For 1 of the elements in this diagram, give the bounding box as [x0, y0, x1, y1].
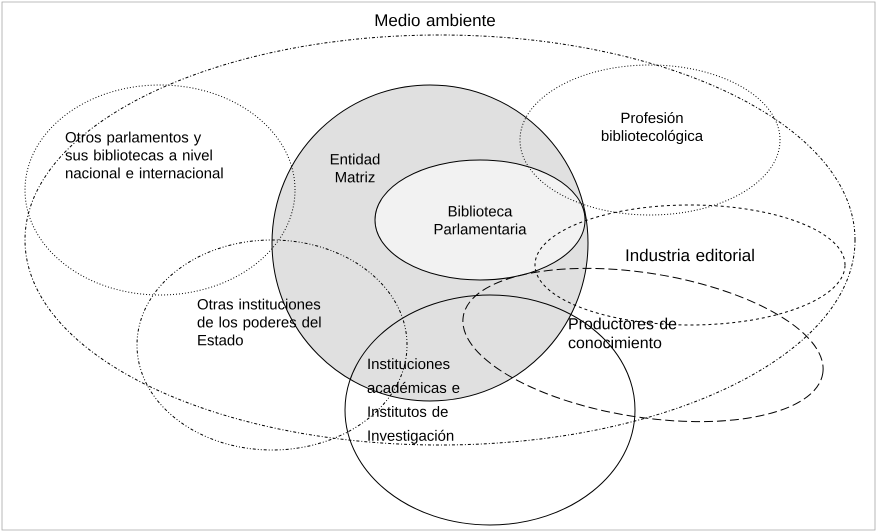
node-label: Medio ambiente	[376, 14, 495, 26]
